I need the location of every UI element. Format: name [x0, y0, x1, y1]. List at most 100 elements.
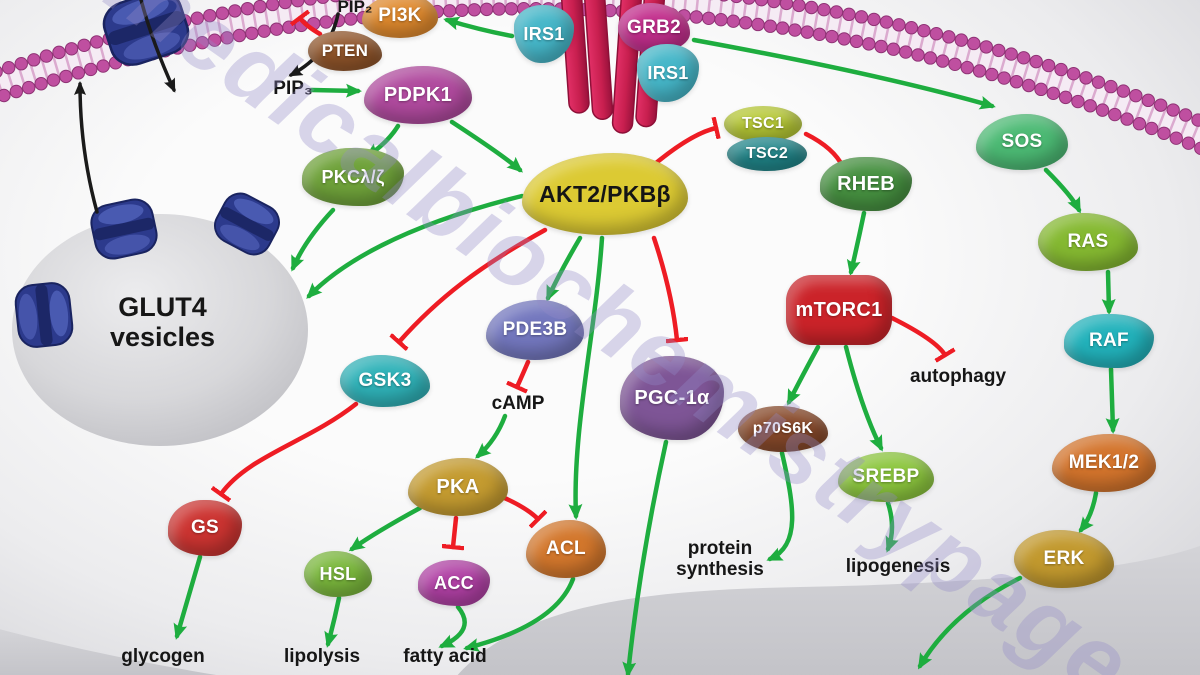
node-akt2: AKT2/PKBβ	[522, 153, 688, 235]
node-mtorc1: mTORC1	[786, 275, 892, 345]
node-label-acl: ACL	[546, 538, 586, 560]
node-label-tsc2: TSC2	[745, 144, 789, 162]
node-pten: PTEN	[308, 31, 382, 71]
node-label-pde3b: PDE3B	[502, 319, 568, 341]
edge-mtorc1-autophagy	[889, 315, 945, 355]
node-label-hsl: HSL	[319, 563, 357, 584]
node-mek: MEK1/2	[1052, 434, 1156, 492]
node-label-pka: PKA	[436, 475, 480, 498]
node-label-pgc-1a: PGC-1α	[634, 386, 710, 409]
node-hsl: HSL	[304, 551, 372, 597]
edge-pde3b-camp	[517, 359, 531, 387]
node-label-rheb: RHEB	[837, 172, 895, 195]
edge-pip3-pdpk1	[309, 83, 362, 98]
node-pdpk1: PDPK1	[364, 66, 472, 124]
edge-mtorc1-srebp	[843, 344, 884, 452]
edge-camp-pka	[475, 413, 508, 459]
node-rheb: RHEB	[820, 157, 912, 211]
edge-pdpk1-akt2	[449, 119, 524, 173]
label-pip3: PIP₃	[273, 78, 313, 99]
edge-mek-erk	[1078, 490, 1099, 534]
label-camp: cAMP	[491, 393, 545, 414]
edge-ras-raf	[1101, 269, 1116, 315]
node-pgc-1a: PGC-1α	[620, 356, 724, 440]
edge-mtorc1-p70s6k	[786, 344, 821, 406]
node-label-pi3k: PI3K	[378, 5, 422, 27]
node-acl: ACL	[526, 520, 606, 578]
node-tsc1: TSC1	[724, 106, 802, 142]
edge-acc-fatty-acid	[438, 604, 467, 649]
edge-pka-acl	[497, 493, 538, 519]
node-pde3b: PDE3B	[486, 300, 584, 360]
edge-rheb-mtorc1	[846, 210, 867, 276]
node-label-sos: SOS	[1001, 131, 1043, 153]
edge-glucose-cytosol	[139, 0, 176, 93]
label-lipolysis: lipolysis	[283, 646, 361, 667]
edge-srebp-lipogenesis	[885, 500, 899, 553]
node-label-grb2: GRB2	[627, 17, 681, 39]
label-autophagy: autophagy	[909, 366, 1007, 387]
node-sos: SOS	[976, 114, 1068, 170]
node-gs: GS	[168, 500, 242, 556]
node-label-erk: ERK	[1043, 548, 1085, 570]
edge-akt2-pde3b	[545, 235, 583, 302]
pathway-arrows	[74, 0, 1120, 675]
node-srebp: SREBP	[838, 452, 934, 502]
node-label-pkc: PKCλ/ζ	[321, 166, 385, 187]
edge-raf-mek	[1105, 366, 1120, 434]
edge-acl-fatty-acid	[463, 576, 576, 652]
edge-pkc-glut4-vesicles	[290, 207, 336, 272]
node-raf: RAF	[1064, 314, 1154, 368]
node-label-ras: RAS	[1067, 231, 1109, 253]
label-fatty-acid: fatty acid	[403, 646, 487, 667]
node-acc: ACC	[418, 560, 490, 606]
node-label-gs: GS	[190, 517, 220, 539]
node-label-akt2: AKT2/PKBβ	[539, 180, 671, 207]
label-glut4-vesicles: GLUT4 vesicles	[109, 292, 216, 353]
node-pkc: PKCλ/ζ	[302, 148, 404, 206]
edge-sos-ras	[1043, 167, 1082, 214]
edge-gsk3-gs	[221, 401, 359, 494]
edge-grb2-sos	[691, 37, 996, 110]
edge-akt2-glut4-vesicles	[306, 193, 525, 299]
edge-irs1-a-pi3k	[443, 16, 515, 39]
node-label-p70s6k: p70S6K	[752, 419, 814, 437]
node-label-raf: RAF	[1089, 330, 1129, 352]
node-p70s6k: p70S6K	[738, 406, 828, 452]
edge-p70s6k-protein-synthesis	[766, 450, 795, 562]
node-gsk3: GSK3	[340, 355, 430, 407]
nucleus	[0, 545, 1200, 675]
label-protein-synthesis: protein synthesis	[676, 538, 764, 581]
node-label-mtorc1: mTORC1	[795, 298, 883, 321]
node-label-pdpk1: PDPK1	[383, 83, 453, 106]
node-label-irs1-a: IRS1	[523, 23, 565, 44]
edge-akt2-acl	[568, 235, 605, 520]
edge-pka-acc	[453, 515, 456, 547]
node-pka: PKA	[408, 458, 508, 516]
node-label-srebp: SREBP	[852, 466, 920, 488]
node-pi3k: PI3K	[362, 0, 438, 38]
label-glycogen: glycogen	[121, 646, 205, 667]
node-label-tsc1: TSC1	[741, 114, 785, 132]
node-label-gsk3: GSK3	[358, 370, 412, 392]
edge-gs-glycogen	[173, 554, 203, 640]
edge-akt2-pgc-1a	[651, 235, 677, 340]
edge-hsl-lipolysis	[324, 595, 342, 648]
glut4-transporter-vesicle-left	[12, 280, 76, 350]
edge-glut4-vesicles-plasma-membrane	[74, 81, 99, 214]
label-pip2: PIP₂	[337, 0, 373, 16]
node-label-mek: MEK1/2	[1068, 452, 1140, 474]
edge-pka-hsl	[348, 505, 423, 552]
edge-pten-pip3-conversion	[300, 18, 323, 37]
edge-pgc-1a-nucleus	[622, 439, 669, 675]
label-lipogenesis: lipogenesis	[845, 556, 951, 577]
node-erk: ERK	[1014, 530, 1114, 588]
node-label-acc: ACC	[434, 572, 474, 593]
node-ras: RAS	[1038, 213, 1138, 271]
glut4-vesicle-body	[12, 214, 308, 446]
edge-erk-nucleus	[917, 575, 1023, 670]
node-label-irs1-b: IRS1	[647, 62, 689, 83]
edge-akt2-gsk3	[399, 227, 548, 342]
node-label-pten: PTEN	[321, 41, 369, 61]
